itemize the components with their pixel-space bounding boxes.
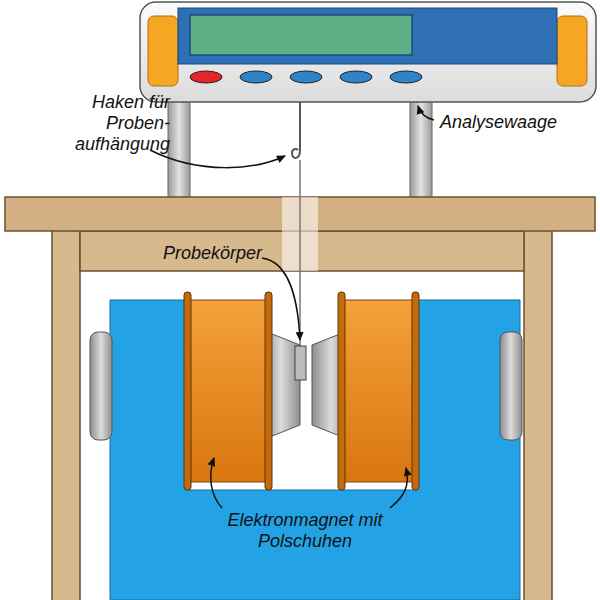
sample-label: Probekörper [126,243,262,264]
hook-label: Haken für Proben- aufhängung [40,92,170,155]
magnet-label: Elektronmagnet mit Polschuhen [200,510,410,552]
balance-label: Analysewaage [440,112,590,133]
